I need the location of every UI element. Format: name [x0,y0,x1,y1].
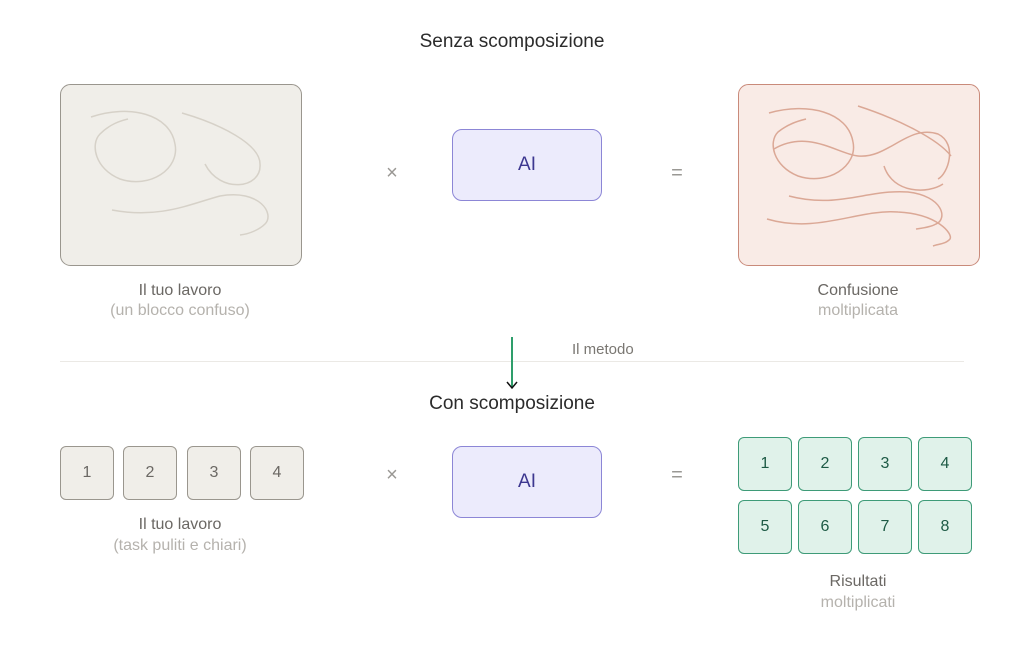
left-label-bottom: Il tuo lavoro [138,516,222,533]
result-block: 5 [738,500,792,554]
task-block: 2 [123,446,177,500]
result-block: 1 [738,437,792,491]
title-with-decomposition: Con scomposizione [429,393,595,414]
messy-work-block [60,84,302,266]
ai-box-bottom: AI [452,446,602,518]
right-sub-bottom: moltiplicati [820,594,896,611]
times-icon: × [386,464,398,486]
result-block: 2 [798,437,852,491]
confusion-block [738,84,980,266]
left-label-top: Il tuo lavoro [138,282,222,299]
arrow-down-icon [506,337,518,390]
method-label: Il metodo [572,341,634,358]
right-label-bottom: Risultati [829,573,887,590]
times-icon: × [386,162,398,184]
right-sub-top: moltiplicata [817,302,899,319]
task-block: 4 [250,446,304,500]
task-block: 3 [187,446,241,500]
result-block: 4 [918,437,972,491]
result-block: 7 [858,500,912,554]
result-block: 8 [918,500,972,554]
equals-icon: = [671,162,683,184]
title-without-decomposition: Senza scomposizione [419,31,605,52]
result-block: 6 [798,500,852,554]
ai-box-top: AI [452,129,602,201]
result-block: 3 [858,437,912,491]
right-label-top: Confusione [817,282,899,299]
left-sub-top: (un blocco confuso) [110,302,250,319]
task-block: 1 [60,446,114,500]
equals-icon: = [671,464,683,486]
left-sub-bottom: (task puliti e chiari) [113,537,247,554]
